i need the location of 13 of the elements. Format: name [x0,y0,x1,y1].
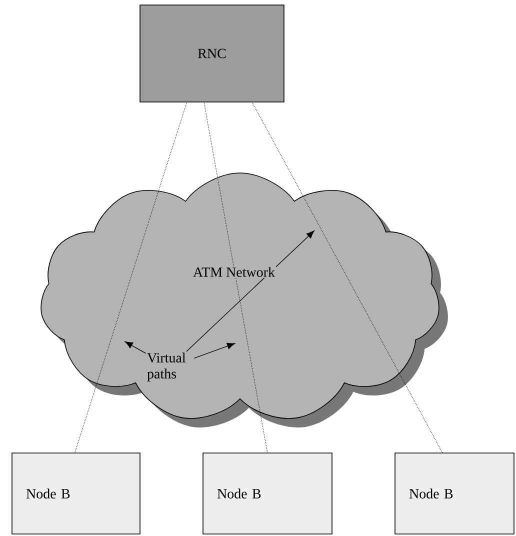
arrow [124,341,146,354]
node-box: Node B [202,452,332,534]
controller-box: RNC [140,4,284,102]
label: Virtual paths [147,352,186,382]
arrow [194,342,236,359]
connector-line [204,102,268,454]
node-box: Node B [394,452,514,534]
cloud-shape [40,172,448,428]
node-box: Node B [12,452,140,534]
arrow [186,230,314,352]
cloud-label: ATM Network [192,266,276,278]
connector-line [252,102,443,454]
connector-line [74,102,188,454]
